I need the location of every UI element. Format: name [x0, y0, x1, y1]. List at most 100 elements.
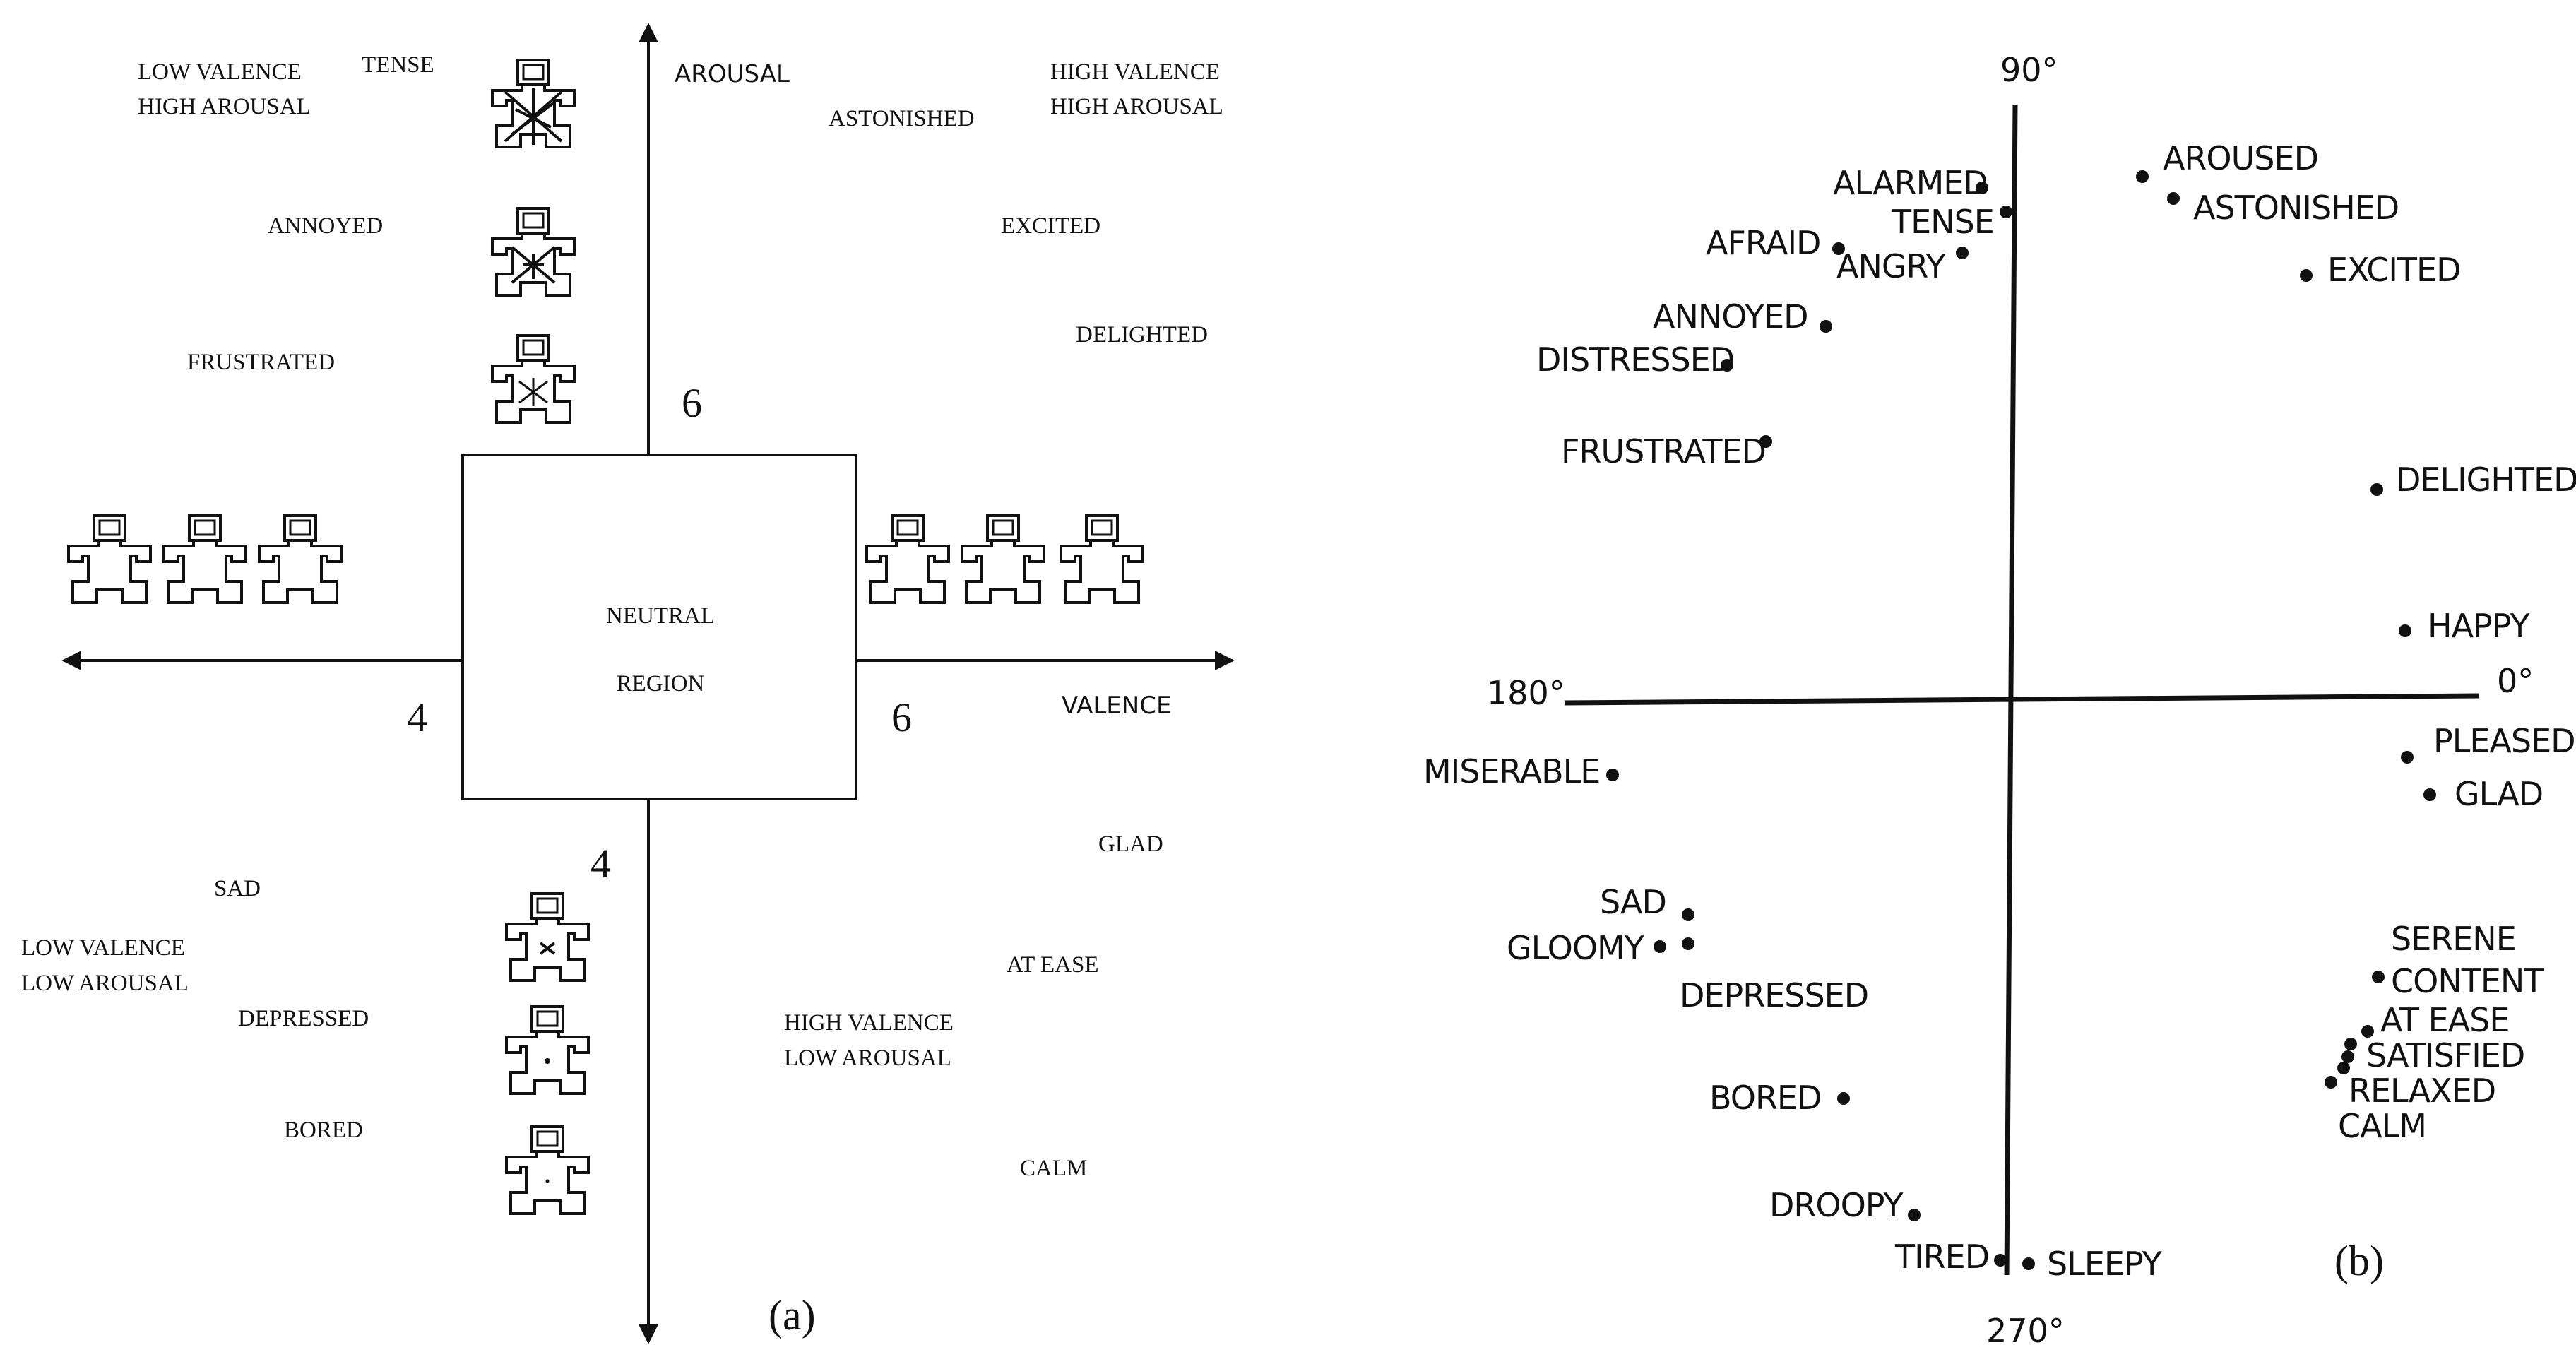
horizontal-axis — [1564, 693, 2480, 706]
emotion-dot — [1832, 242, 1845, 255]
emotion-dot — [1606, 769, 1619, 781]
emotion-label: MISERABLE — [1423, 752, 1600, 790]
emotion-label: DELIGHTED — [2396, 461, 2576, 499]
emotion-label: BORED — [284, 1118, 363, 1143]
emotion-label: DEPRESSED — [238, 1006, 369, 1031]
arousal-high-threshold: 6 — [682, 380, 702, 426]
quadrant-bottom-right-line1: HIGH VALENCE — [784, 1010, 954, 1036]
emotion-label: AFRAID — [1706, 224, 1820, 262]
emotion-dot — [2423, 788, 2436, 801]
emotion-label: TENSE — [362, 52, 434, 78]
emotion-dot — [2361, 1025, 2374, 1038]
emotion-label: TENSE — [1891, 203, 1994, 241]
emotion-label: CONTENT — [2391, 962, 2544, 1000]
valence-high-threshold: 6 — [891, 694, 912, 740]
emotion-label: CALM — [2338, 1107, 2426, 1145]
emotion-label: CALM — [1020, 1156, 1087, 1181]
neutral-label-line1: NEUTRAL — [606, 603, 715, 629]
emotion-dot — [2344, 1038, 2357, 1050]
emotion-label: GLAD — [1098, 831, 1163, 857]
emotion-dot — [1908, 1209, 1921, 1221]
manikin-icon — [491, 207, 576, 297]
emotion-dot — [2136, 170, 2149, 183]
quadrant-top-left-line1: LOW VALENCE — [138, 59, 302, 85]
emotion-dot — [2167, 192, 2180, 205]
panel-b: 90° 180° 0° 270° — [1423, 51, 2576, 1350]
emotion-label: FRUSTRATED — [1561, 432, 1766, 470]
emotion-dot — [1682, 908, 1694, 921]
vertical-axis — [2004, 104, 2018, 1276]
emotion-dot — [1682, 937, 1694, 950]
emotion-label: AT EASE — [1007, 952, 1099, 978]
emotion-label: SERENE — [2391, 920, 2516, 958]
emotion-label: EXCITED — [1001, 213, 1100, 239]
degree-label-bottom: 270° — [1986, 1312, 2065, 1350]
emotion-label: PLEASED — [2433, 722, 2575, 760]
emotion-dot — [1976, 182, 1988, 194]
manikin-icon — [491, 334, 576, 424]
emotion-dot — [2372, 971, 2385, 983]
emotion-label: ASTONISHED — [2193, 189, 2399, 227]
neutral-label-line2: REGION — [617, 671, 705, 697]
panel-a: NEUTRAL REGION AROUSAL VALENCE 6 4 6 4 L… — [21, 23, 1235, 1344]
emotion-label: DEPRESSED — [1680, 976, 1868, 1014]
emotion-label: AROUSED — [2163, 139, 2318, 177]
quadrant-bottom-left-line1: LOW VALENCE — [21, 935, 185, 961]
emotion-label: SATISFIED — [2366, 1036, 2524, 1074]
panel-b-label: (b) — [2334, 1238, 2384, 1284]
emotion-label: AT EASE — [2380, 1001, 2509, 1039]
degree-label-top: 90° — [2000, 51, 2058, 89]
panel-a-label: (a) — [768, 1292, 816, 1339]
manikin-icon — [961, 514, 1045, 604]
emotion-dots — [1606, 170, 2436, 1270]
emotion-label: ANGRY — [1836, 247, 1947, 285]
emotion-dot — [2370, 483, 2383, 496]
emotion-label: ANNOYED — [1653, 297, 1808, 336]
emotion-label: DISTRESSED — [1536, 340, 1734, 379]
emotion-dot — [2300, 269, 2313, 282]
quadrant-bottom-right-line2: LOW AROUSAL — [784, 1045, 951, 1071]
emotion-dot — [1994, 1254, 2007, 1267]
emotion-label: HAPPY — [2428, 607, 2531, 645]
quadrant-bottom-left-line2: LOW AROUSAL — [21, 971, 189, 996]
quadrant-top-right-line2: HIGH AROUSAL — [1050, 94, 1223, 119]
manikin-icon — [162, 514, 247, 604]
emotion-dot — [2337, 1062, 2350, 1074]
emotion-dot — [2000, 206, 2012, 218]
emotion-label: TIRED — [1894, 1238, 1989, 1276]
manikin-icon — [865, 514, 950, 604]
degree-label-left: 180° — [1487, 674, 1565, 712]
emotion-dot — [1820, 320, 1832, 333]
manikin-icon — [67, 514, 152, 604]
emotion-dot — [2325, 1076, 2337, 1089]
quadrant-top-right-line1: HIGH VALENCE — [1050, 59, 1220, 85]
emotion-dot — [1837, 1092, 1850, 1105]
manikin-icon — [505, 1005, 590, 1095]
emotion-label: DROOPY — [1769, 1186, 1904, 1224]
valence-axis-label: VALENCE — [1062, 692, 1171, 720]
arousal-axis-label: AROUSAL — [675, 60, 790, 88]
manikin-icon — [258, 514, 343, 604]
emotion-label: ANNOYED — [268, 213, 383, 239]
arousal-low-threshold: 4 — [590, 841, 611, 887]
quadrant-top-left-line2: HIGH AROUSAL — [138, 94, 311, 119]
manikin-icon — [1060, 514, 1144, 604]
emotion-label: FRUSTRATED — [187, 350, 335, 375]
emotion-label: ALARMED — [1833, 164, 1988, 202]
emotion-dot — [1956, 247, 1969, 259]
emotion-label: RELAXED — [2349, 1072, 2495, 1110]
emotion-label: SLEEPY — [2047, 1245, 2163, 1283]
emotion-label: GLOOMY — [1507, 929, 1645, 967]
manikin-icon — [505, 1125, 590, 1215]
emotion-label: SAD — [1600, 883, 1666, 921]
emotion-dot — [1721, 359, 1733, 372]
valence-low-threshold: 4 — [407, 694, 427, 740]
emotion-label: GLAD — [2455, 775, 2543, 813]
emotion-dot — [2341, 1050, 2354, 1063]
manikin-icon — [505, 892, 590, 982]
emotion-dot — [2401, 751, 2414, 764]
emotion-label: DELIGHTED — [1076, 322, 1208, 348]
emotion-label: EXCITED — [2327, 251, 2461, 289]
emotion-dot — [1759, 435, 1772, 448]
